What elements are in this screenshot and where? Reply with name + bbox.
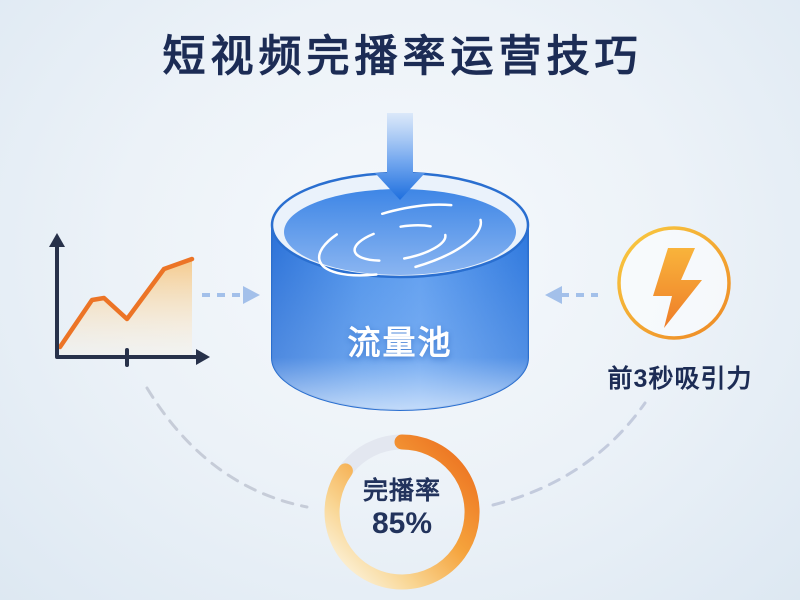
completion-rate-label: 完播率 xyxy=(362,477,441,505)
trend-line xyxy=(57,256,195,350)
page-title: 短视频完播率运营技巧 xyxy=(162,33,643,81)
traffic-pool-cylinder xyxy=(270,113,530,411)
hook-label: 前3秒吸引力 xyxy=(607,365,753,393)
chart-axes xyxy=(55,243,201,359)
dashed-arrow-right xyxy=(545,286,598,304)
ripple-rings-icon xyxy=(317,203,483,277)
completion-donut xyxy=(324,434,480,590)
hook-badge xyxy=(617,226,731,340)
completion-rate-value: 85% xyxy=(371,507,433,540)
x-axis-arrowhead xyxy=(196,349,210,365)
y-axis-arrowhead xyxy=(49,233,65,247)
dashed-curve-left xyxy=(145,386,309,509)
trend-area-fill xyxy=(60,259,192,357)
water-surface xyxy=(284,189,516,275)
dashed-arrow-left xyxy=(202,286,260,304)
lightning-bolt-icon xyxy=(653,248,702,328)
traffic-pool-label: 流量池 xyxy=(347,324,453,361)
dashed-curve-right xyxy=(491,401,647,507)
trend-line-chart-icon xyxy=(49,233,210,367)
down-arrow-icon xyxy=(375,113,425,200)
donut-progress-arc xyxy=(324,434,480,590)
